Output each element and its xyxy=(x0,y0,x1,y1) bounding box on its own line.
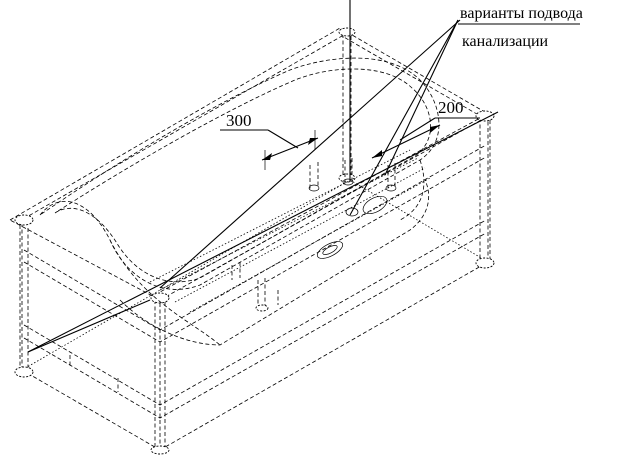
bathtub-bowl xyxy=(39,57,440,346)
control-rail xyxy=(149,149,431,313)
callout-line-1: варианты подвода xyxy=(460,5,583,22)
dimension-200: 200 xyxy=(371,98,480,159)
leader-lines xyxy=(27,0,499,353)
outer-frame xyxy=(9,27,491,451)
callout: варианты подвода канализации xyxy=(458,5,583,50)
support-legs xyxy=(14,27,495,455)
drain-fittings xyxy=(69,158,397,392)
dimension-label-200: 200 xyxy=(438,98,464,117)
dimension-label-300: 300 xyxy=(226,111,252,130)
dimension-300: 300 xyxy=(220,111,319,170)
callout-line-2: канализации xyxy=(462,33,549,50)
